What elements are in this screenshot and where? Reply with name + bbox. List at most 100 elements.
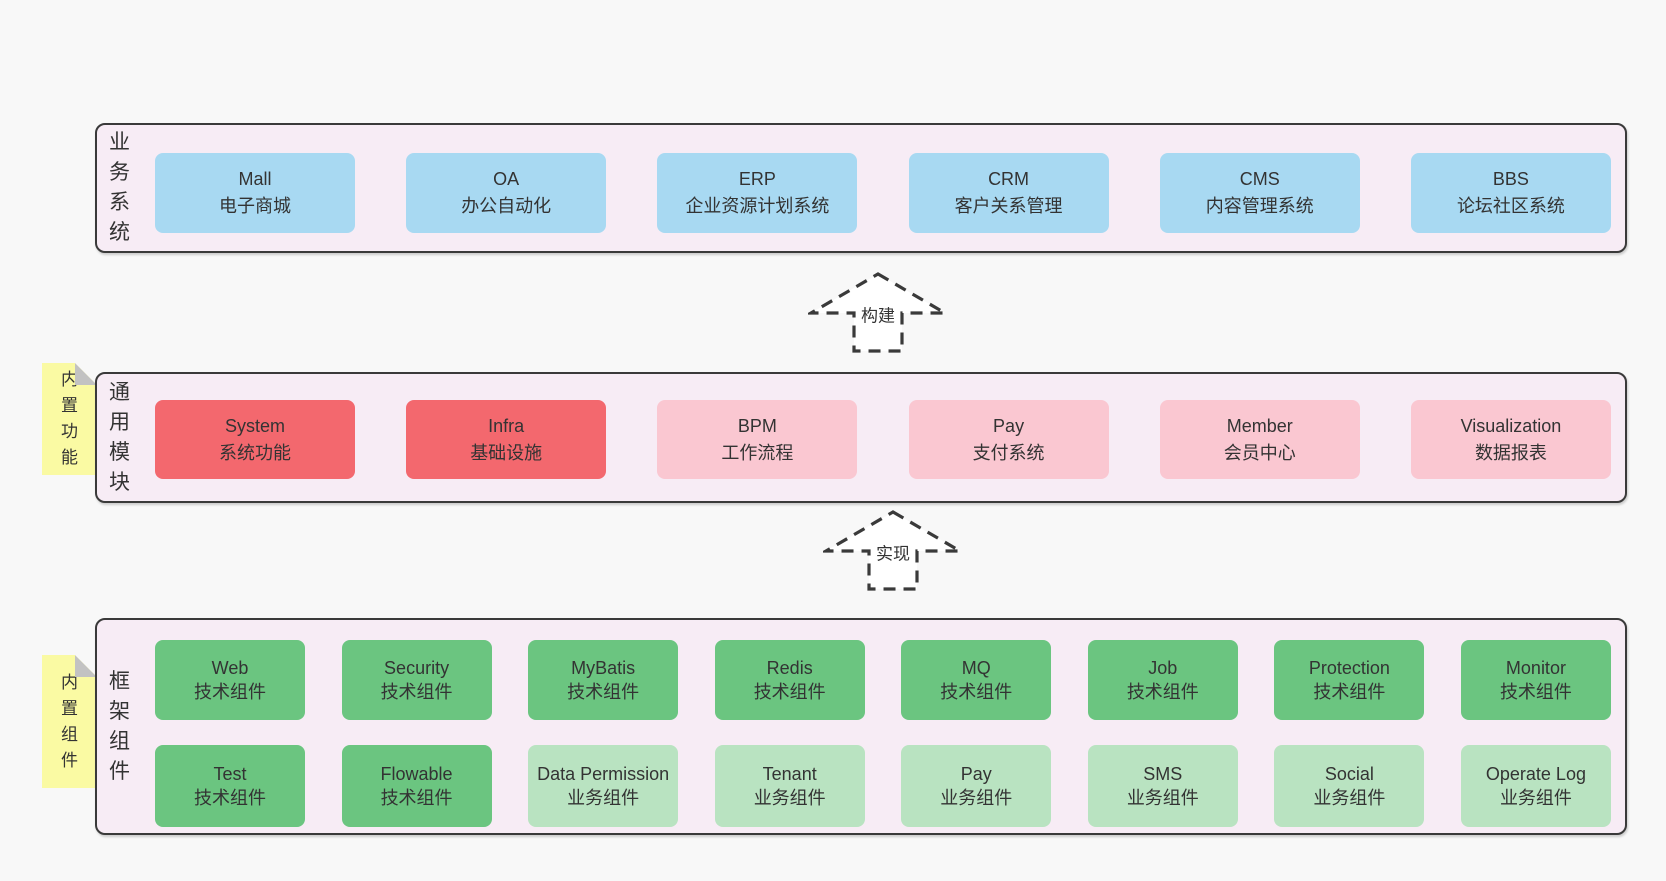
box-title: System [224, 415, 285, 436]
box-pay-component: Pay 业务组件 [901, 745, 1052, 827]
box-title: Mall [238, 169, 272, 189]
box-test: Test 技术组件 [155, 745, 305, 827]
box-subtitle: 基础设施 [470, 442, 543, 463]
box-title: CMS [1239, 169, 1280, 189]
box-subtitle: 业务组件 [1499, 788, 1572, 808]
note-fold-icon [75, 363, 97, 385]
box-data-permission: Data Permission 业务组件 [528, 745, 679, 827]
box-oa: OA 办公自动化 [406, 153, 607, 233]
box-subtitle: 数据报表 [1474, 442, 1547, 463]
box-title: MyBatis [571, 658, 636, 678]
box-subtitle: 系统功能 [219, 442, 291, 463]
arrow-build-label: 构建 [857, 300, 899, 328]
box-crm: CRM 客户关系管理 [908, 153, 1109, 233]
box-mq: MQ 技术组件 [901, 640, 1052, 720]
box-mall: Mall 电子商城 [155, 153, 355, 233]
box-subtitle: 业务组件 [753, 788, 826, 808]
note-fold-icon [75, 655, 97, 677]
box-security: Security 技术组件 [341, 640, 492, 720]
box-subtitle: 技术组件 [1313, 682, 1386, 702]
box-title: Job [1148, 658, 1178, 678]
box-subtitle: 工作流程 [721, 442, 794, 463]
box-title: MQ [961, 658, 991, 678]
box-title: Operate Log [1485, 764, 1586, 784]
box-title: Visualization [1460, 415, 1562, 436]
box-cms: CMS 内容管理系统 [1159, 153, 1360, 233]
box-member: Member 会员中心 [1159, 400, 1360, 479]
arrow-build: 构建 [808, 272, 948, 354]
box-subtitle: 业务组件 [567, 788, 640, 808]
box-subtitle: 技术组件 [194, 682, 266, 702]
layer-label-common-modules: 通用模块 [109, 380, 131, 494]
box-redis: Redis 技术组件 [714, 640, 865, 720]
box-subtitle: 客户关系管理 [954, 196, 1063, 216]
box-erp: ERP 企业资源计划系统 [657, 153, 858, 233]
box-bbs: BBS 论坛社区系统 [1410, 153, 1611, 233]
note-label: 内置功能 [61, 370, 78, 467]
box-flowable: Flowable 技术组件 [341, 745, 492, 827]
box-title: Redis [766, 658, 813, 678]
box-title: BBS [1492, 169, 1529, 189]
box-title: Security [384, 658, 450, 678]
arrow-implement: 实现 [823, 510, 963, 592]
box-title: Protection [1308, 658, 1390, 678]
box-title: Monitor [1505, 658, 1566, 678]
box-subtitle: 论坛社区系统 [1456, 196, 1565, 216]
box-subtitle: 技术组件 [1126, 682, 1199, 702]
box-subtitle: 技术组件 [380, 788, 453, 808]
box-subtitle: 技术组件 [1499, 682, 1572, 702]
note-built-in-components: 内置组件 [42, 655, 97, 788]
box-title: CRM [988, 169, 1030, 189]
box-title: SMS [1143, 764, 1183, 784]
box-pay-module: Pay 支付系统 [908, 400, 1109, 479]
box-subtitle: 内容管理系统 [1205, 196, 1314, 216]
framework-components-row-2: Test 技术组件 Flowable 技术组件 Data Permission … [155, 745, 1611, 827]
box-subtitle: 技术组件 [380, 682, 453, 702]
box-title: Social [1324, 764, 1374, 784]
box-subtitle: 会员中心 [1223, 442, 1296, 463]
box-tenant: Tenant 业务组件 [714, 745, 865, 827]
box-subtitle: 技术组件 [940, 682, 1013, 702]
box-subtitle: 技术组件 [567, 682, 640, 702]
box-title: Flowable [380, 764, 453, 784]
box-subtitle: 企业资源计划系统 [685, 196, 830, 216]
box-subtitle: 技术组件 [753, 682, 826, 702]
box-monitor: Monitor 技术组件 [1460, 640, 1611, 720]
note-built-in-features: 内置功能 [42, 363, 97, 475]
box-subtitle: 技术组件 [194, 788, 266, 808]
box-mybatis: MyBatis 技术组件 [528, 640, 679, 720]
layer-label-framework-components: 框架组件 [109, 669, 131, 783]
box-operate-log: Operate Log 业务组件 [1460, 745, 1611, 827]
box-title: Pay [993, 415, 1025, 436]
box-web: Web 技术组件 [155, 640, 305, 720]
layer-label-business-systems: 业务系统 [109, 131, 131, 244]
box-protection: Protection 技术组件 [1274, 640, 1425, 720]
layer-framework-components: 框架组件 Web 技术组件 Security 技术组件 MyBatis 技术组件… [95, 618, 1627, 835]
box-title: Data Permission [537, 764, 670, 784]
box-subtitle: 办公自动化 [461, 196, 552, 216]
box-subtitle: 支付系统 [972, 442, 1045, 463]
box-visualization: Visualization 数据报表 [1410, 400, 1611, 479]
box-subtitle: 电子商城 [219, 196, 291, 216]
box-title: Test [213, 764, 247, 784]
box-title: Infra [488, 415, 525, 436]
note-label: 内置组件 [61, 672, 78, 770]
common-modules-row: System 系统功能 Infra 基础设施 BPM 工作流程 Pay 支付系统… [155, 400, 1611, 479]
business-systems-row: Mall 电子商城 OA 办公自动化 ERP 企业资源计划系统 CRM 客户关系… [155, 153, 1611, 233]
box-title: Pay [960, 764, 992, 784]
arrow-implement-label: 实现 [872, 538, 914, 566]
box-title: Web [211, 658, 249, 678]
box-bpm: BPM 工作流程 [657, 400, 858, 479]
box-social: Social 业务组件 [1274, 745, 1425, 827]
box-title: ERP [738, 169, 776, 189]
box-job: Job 技术组件 [1087, 640, 1238, 720]
box-subtitle: 业务组件 [1313, 788, 1386, 808]
box-sms: SMS 业务组件 [1087, 745, 1238, 827]
framework-components-row-1: Web 技术组件 Security 技术组件 MyBatis 技术组件 Redi… [155, 640, 1611, 720]
box-infra: Infra 基础设施 [406, 400, 607, 479]
layer-common-modules: 通用模块 System 系统功能 Infra 基础设施 BPM 工作流程 Pay… [95, 372, 1627, 503]
box-subtitle: 业务组件 [940, 788, 1013, 808]
box-title: BPM [737, 415, 777, 436]
box-title: OA [493, 169, 520, 189]
